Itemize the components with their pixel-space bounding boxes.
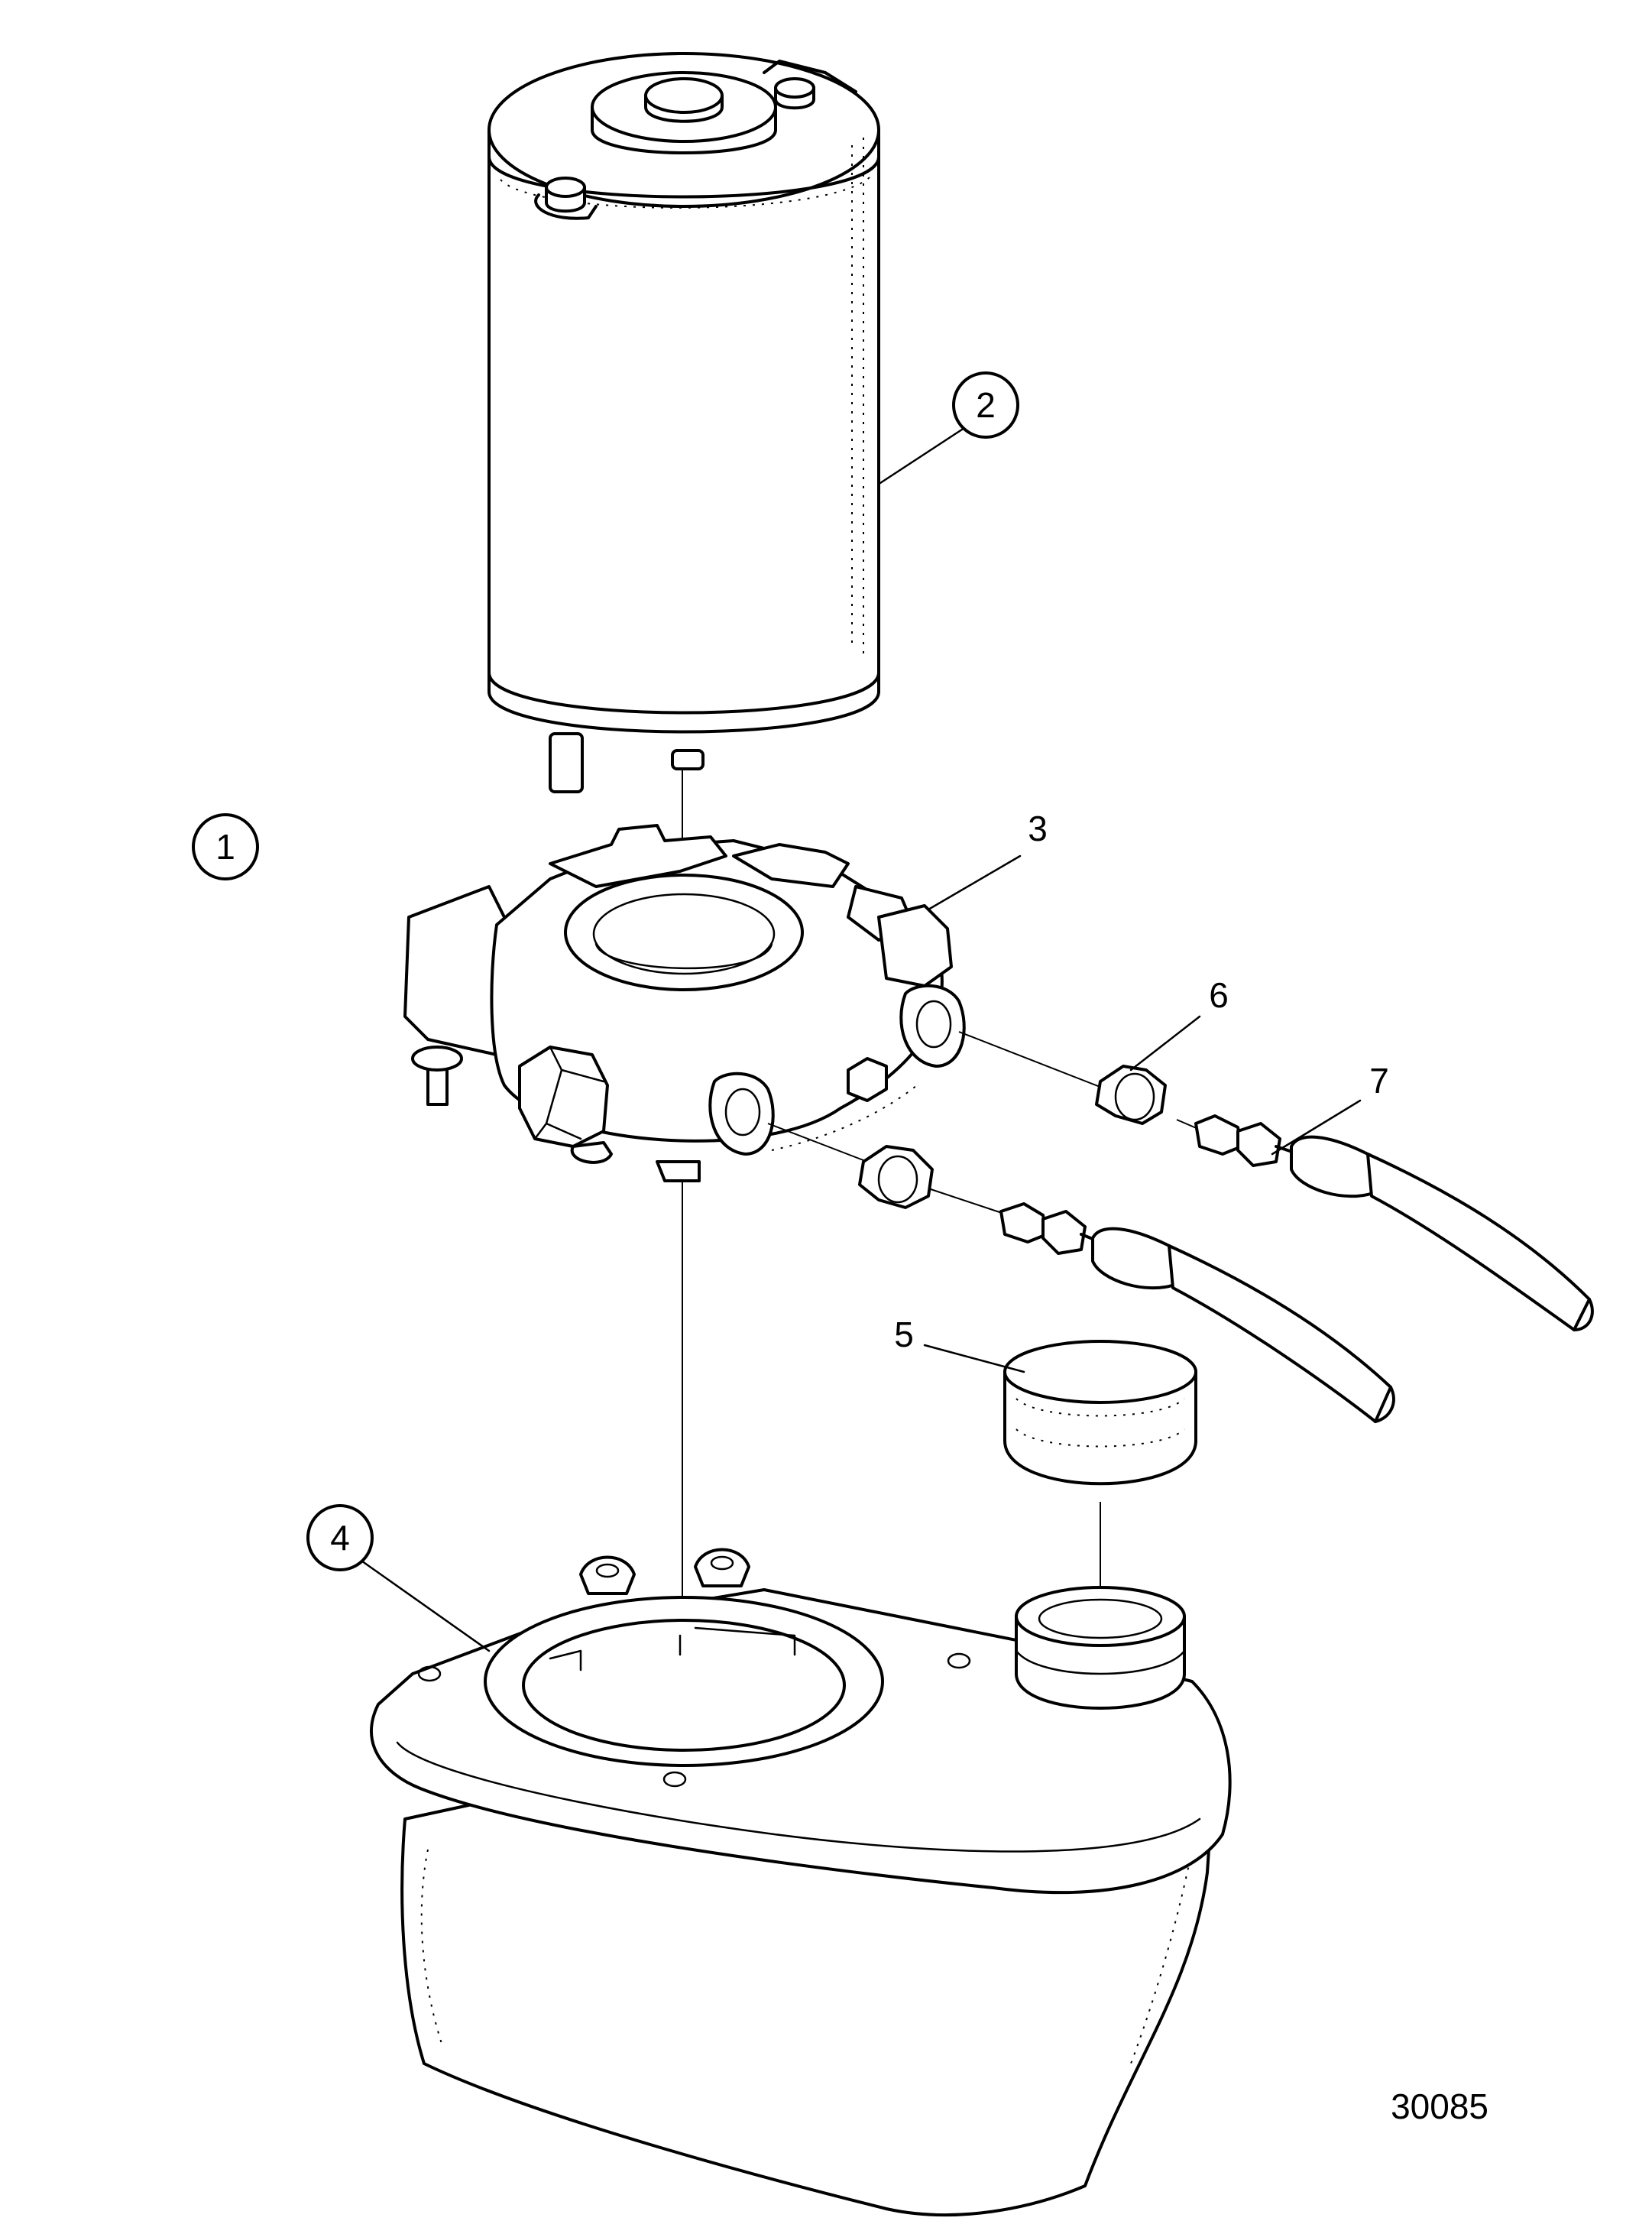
figure-number: 30085 bbox=[1391, 2086, 1488, 2126]
callout-4: 4 bbox=[306, 1504, 491, 1652]
callout-5-label: 5 bbox=[894, 1315, 914, 1354]
pump-part-3 bbox=[403, 824, 966, 1182]
motor-part-2 bbox=[488, 52, 880, 793]
callout-3-label: 3 bbox=[1028, 809, 1048, 848]
callout-5: 5 bbox=[894, 1315, 1025, 1373]
callout-1: 1 bbox=[192, 813, 259, 880]
hose-assembly-upper bbox=[958, 1031, 1594, 1331]
filler-cap-part-5 bbox=[1003, 1340, 1197, 1616]
callout-4-label: 4 bbox=[330, 1518, 350, 1558]
reservoir-part-4 bbox=[370, 1548, 1232, 2217]
callout-6-label: 6 bbox=[1209, 975, 1229, 1015]
callout-1-label: 1 bbox=[215, 827, 235, 867]
callout-6: 6 bbox=[1129, 975, 1229, 1072]
callout-2-label: 2 bbox=[976, 385, 996, 425]
hose-assembly-lower bbox=[767, 1123, 1395, 1423]
callout-7: 7 bbox=[1271, 1061, 1389, 1156]
callout-3: 3 bbox=[927, 809, 1048, 911]
callout-2: 2 bbox=[879, 371, 1019, 485]
callout-7-label: 7 bbox=[1369, 1061, 1389, 1101]
